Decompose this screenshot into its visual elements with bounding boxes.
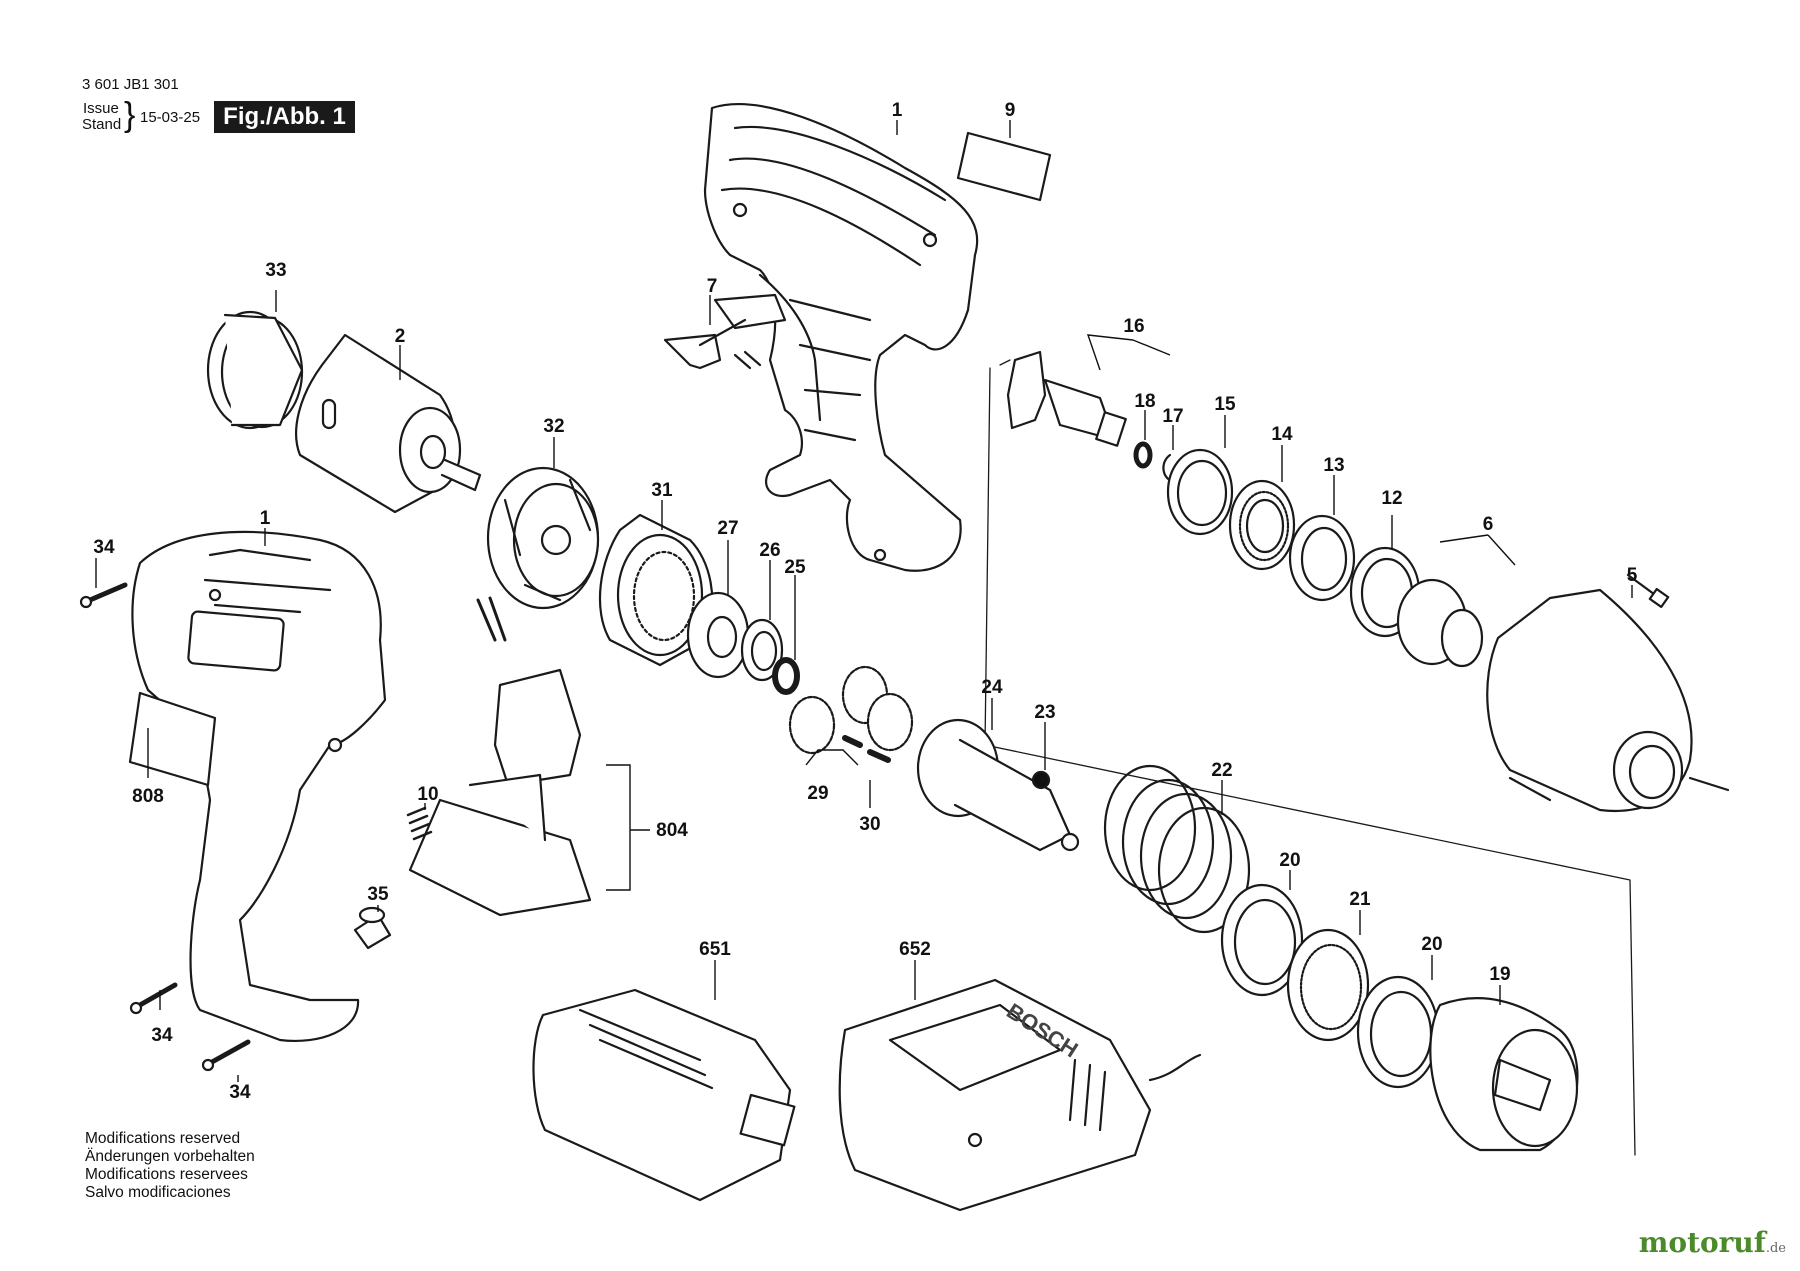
switch-804 [408,596,592,917]
label-2: 2 [395,326,406,347]
label-19: 19 [1489,964,1510,985]
doc-number: 3 601 JB1 301 [82,76,179,93]
label-12: 12 [1381,488,1402,509]
charger-652 [838,978,1202,1212]
planet-gears-29 [788,665,914,755]
label-652: 652 [899,939,931,960]
modifications-line-en: Modifications reserved [85,1130,241,1147]
bearing-27 [686,591,750,679]
brand-tld: .de [1765,1241,1786,1256]
hammer-housing-6 [1396,578,1693,812]
label-20-lower: 20 [1421,934,1442,955]
battery-651 [532,988,796,1202]
label-6: 6 [1483,514,1494,535]
motor-2 [295,333,482,514]
modifications-notice: Modifications reserved Änderungen vorbeh… [85,1130,255,1202]
washer-15 [1166,448,1234,536]
drive-spindle-16 [1006,350,1127,447]
label-15: 15 [1214,394,1236,415]
label-17: 17 [1162,406,1183,427]
label-804: 804 [656,820,688,841]
pins-30 [842,735,891,763]
hammer-19 [1429,997,1579,1152]
label-10: 10 [417,784,438,805]
figure-badge: Fig./Abb. 1 [214,101,355,133]
bearing-plate-32 [486,466,600,610]
label-34-bottom: 34 [229,1082,251,1103]
label-20-upper: 20 [1279,850,1300,871]
modifications-line-de: Änderungen vorbehalten [85,1148,255,1165]
led-35 [353,906,392,950]
screw-5b [1508,776,1730,802]
label-13: 13 [1323,455,1344,476]
label-29: 29 [807,783,828,804]
label-35: 35 [367,884,389,905]
label-9: 9 [1005,100,1016,121]
leader-lines [95,120,1633,1082]
modifications-line-fr: Modifications reservees [85,1166,248,1183]
label-24: 24 [981,677,1003,698]
housing-half-left [131,530,387,1042]
label-5: 5 [1627,565,1638,586]
switch-lever-7 [663,293,787,370]
label-31: 31 [651,480,673,501]
label-34-mid: 34 [151,1025,173,1046]
label-14: 14 [1271,424,1293,445]
brand-logo: motoruf.de [1639,1226,1786,1259]
ring-gear-31 [598,513,714,667]
label-34-top: 34 [93,537,115,558]
washer-20a [1220,883,1304,997]
label-7: 7 [707,276,718,297]
oring-25 [772,657,800,695]
part-labels: 1 9 33 2 7 16 18 17 15 14 13 12 6 5 32 3… [93,100,1637,1103]
label-16: 16 [1123,316,1144,337]
label-26: 26 [759,540,780,561]
spring-10 [406,806,433,841]
screw-5 [1626,573,1670,609]
label-808: 808 [132,786,164,807]
washer-26 [740,618,784,682]
bearing-21 [1286,928,1370,1042]
label-30: 30 [859,814,880,835]
brace: } [124,96,136,134]
stand-label: Stand [82,116,122,133]
spring-22 [1103,764,1251,934]
needle-bearing-14 [1228,479,1296,571]
washer-13 [1288,514,1356,602]
motor-cap-33 [206,310,304,430]
label-21: 21 [1349,889,1371,910]
label-33: 33 [265,260,286,281]
nameplate-808 [128,691,217,787]
label-1-left: 1 [260,508,271,529]
issue-date: 15-03-25 [140,109,201,126]
oring-18 [1133,441,1153,469]
label-1-top: 1 [892,100,903,121]
label-18: 18 [1134,391,1155,412]
label-32: 32 [543,416,564,437]
nameplate-9 [956,131,1052,202]
label-25: 25 [784,557,806,578]
label-22: 22 [1211,760,1232,781]
modifications-line-es: Salvo modificaciones [85,1184,231,1201]
spindle-24 [916,718,1080,852]
assembly-line [984,359,1636,1156]
screws-34 [79,582,251,1072]
label-27: 27 [717,518,738,539]
label-651: 651 [699,939,731,960]
brand-name: motoruf [1638,1226,1766,1259]
ball-23 [1031,770,1051,790]
label-23: 23 [1034,702,1055,723]
housing-half-right [703,103,979,572]
washer-20b [1356,975,1440,1089]
issue-label: Issue [83,100,119,117]
